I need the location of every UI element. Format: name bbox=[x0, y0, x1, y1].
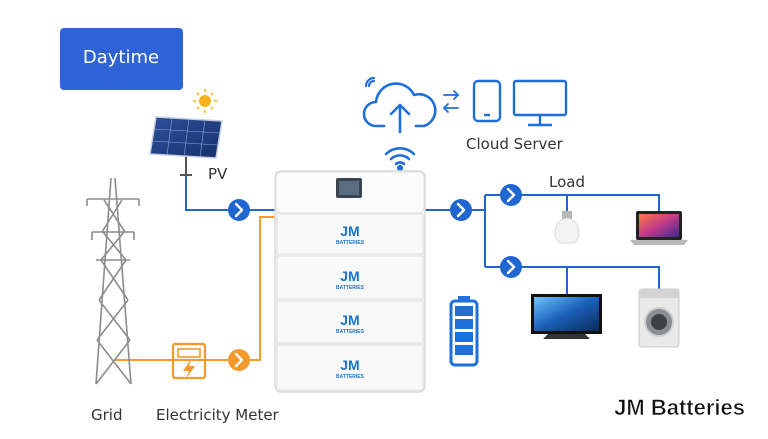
module-logo-2: JM BATTERIES bbox=[336, 268, 365, 291]
battery-level-icon bbox=[449, 296, 479, 367]
wifi-icon bbox=[384, 147, 416, 172]
battery-module-4 bbox=[276, 344, 424, 391]
sun-icon bbox=[193, 89, 217, 113]
flow-arrow-load-bottom-icon bbox=[500, 256, 522, 278]
flow-arrow-pv-icon bbox=[228, 199, 250, 221]
module-logo-1: JM BATTERIES bbox=[336, 223, 365, 246]
cloud-server-label: Cloud Server bbox=[466, 135, 564, 153]
daytime-badge: Daytime bbox=[60, 28, 183, 90]
brand-watermark: JM Batteries bbox=[614, 395, 745, 420]
module-logo-4: JM BATTERIES bbox=[336, 357, 365, 380]
module-logo-top-3: JM bbox=[340, 312, 359, 328]
battery-stack: JM BATTERIES JM BATTERIES JM BATTERIES J… bbox=[274, 170, 426, 393]
load-label: Load bbox=[549, 173, 585, 191]
laptop-icon bbox=[630, 211, 688, 245]
module-logo-3: JM BATTERIES bbox=[336, 312, 365, 335]
battery-module-1 bbox=[276, 213, 424, 255]
module-logo-bottom-2: BATTERIES bbox=[336, 285, 365, 291]
flow-arrow-load-top-icon bbox=[500, 184, 522, 206]
cloud-upload-icon bbox=[362, 82, 437, 134]
solar-panel-icon bbox=[149, 116, 223, 176]
module-logo-top-1: JM bbox=[340, 223, 359, 239]
module-logo-bottom-3: BATTERIES bbox=[336, 329, 365, 335]
washing-machine-icon bbox=[638, 288, 680, 348]
electricity-meter-icon bbox=[171, 342, 207, 380]
flow-arrow-grid-icon bbox=[228, 349, 250, 371]
module-logo-top-2: JM bbox=[340, 268, 359, 284]
module-logo-bottom-4: BATTERIES bbox=[336, 374, 365, 380]
grid-label: Grid bbox=[91, 406, 122, 424]
battery-module-3 bbox=[276, 300, 424, 344]
electricity-meter-label: Electricity Meter bbox=[156, 406, 280, 424]
module-logo-top-4: JM bbox=[340, 357, 359, 373]
tv-icon bbox=[531, 294, 602, 339]
monitor-icon bbox=[512, 79, 568, 127]
sync-arrows-icon bbox=[442, 90, 460, 113]
phone-icon bbox=[472, 79, 502, 123]
pv-label: PV bbox=[208, 165, 228, 183]
flow-lines bbox=[114, 176, 660, 361]
daytime-label: Daytime bbox=[83, 47, 159, 68]
battery-module-2 bbox=[276, 255, 424, 300]
light-bulb-icon bbox=[554, 211, 580, 244]
wifi-signal-icon bbox=[364, 76, 376, 88]
module-logo-bottom-1: BATTERIES bbox=[336, 240, 365, 246]
grid-tower-icon bbox=[86, 177, 140, 385]
flow-arrow-output-icon bbox=[450, 199, 472, 221]
